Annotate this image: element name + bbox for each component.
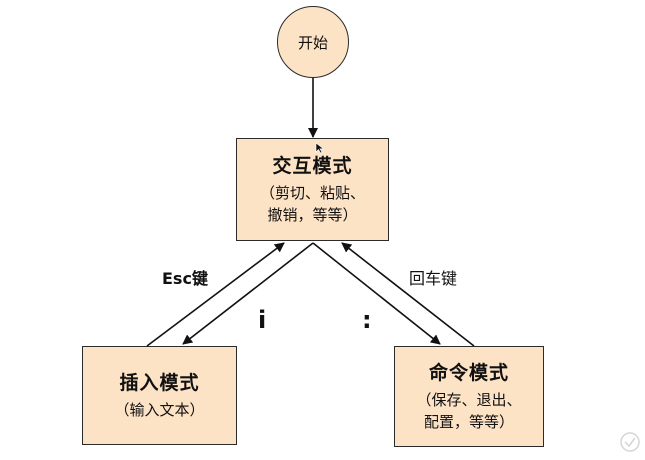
interactive-mode-box: 交互模式 （剪切、粘贴、 撤销，等等） [236, 138, 389, 241]
command-mode-title: 命令模式 [428, 361, 509, 384]
interactive-mode-title: 交互模式 [272, 154, 353, 177]
colon-key-label: : [362, 306, 372, 334]
watermark-logo-icon [620, 432, 640, 452]
insert-mode-title: 插入模式 [119, 371, 200, 394]
interactive-mode-desc-line1: （剪切、粘贴、 [259, 183, 365, 202]
command-mode-desc-line2: 配置，等等） [423, 412, 514, 431]
arrow-main-to-insert [182, 242, 314, 345]
mouse-cursor-icon [315, 142, 325, 154]
arrow-insert-to-main [146, 242, 285, 347]
arrow-command-to-main [341, 242, 475, 347]
insert-mode-desc: （输入文本） [114, 400, 205, 419]
esc-key-label: Esc键 [162, 269, 208, 288]
i-key-label: i [258, 306, 267, 334]
arrow-main-to-command [312, 242, 441, 345]
command-mode-box: 命令模式 （保存、退出、 配置，等等） [394, 346, 544, 447]
enter-key-label: 回车键 [409, 269, 458, 288]
start-node-label: 开始 [297, 33, 328, 52]
start-node: 开始 [277, 6, 349, 78]
interactive-mode-desc-line2: 撤销，等等） [267, 205, 358, 224]
insert-mode-box: 插入模式 （输入文本） [82, 346, 237, 445]
command-mode-desc-line1: （保存、退出、 [416, 390, 522, 409]
